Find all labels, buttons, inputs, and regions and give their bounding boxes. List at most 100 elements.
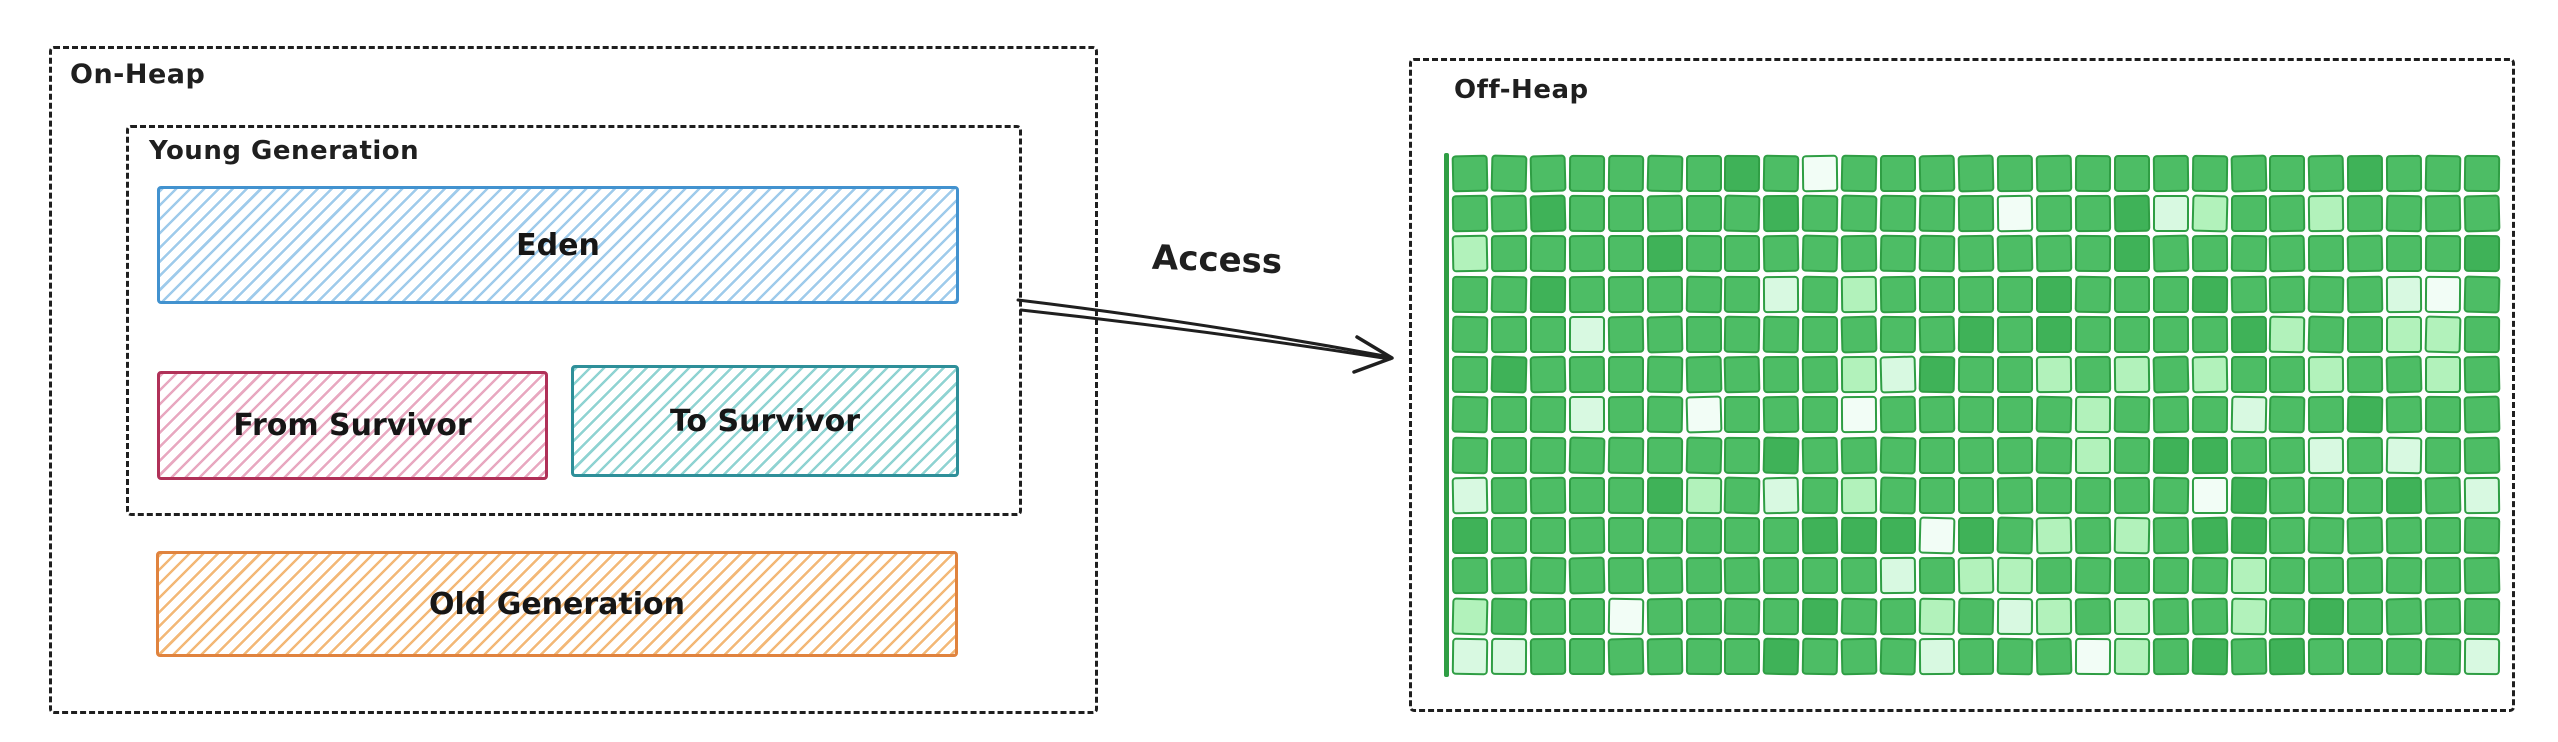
offheap-cell (1646, 275, 1683, 314)
offheap-cell (1724, 476, 1761, 515)
offheap-cell (1763, 355, 1800, 394)
offheap-cell (1451, 557, 1489, 595)
offheap-cell (2347, 476, 2384, 515)
offheap-cell (2346, 396, 2384, 434)
offheap-cell (2424, 275, 2462, 314)
offheap-cell (1724, 436, 1761, 475)
offheap-cell (2113, 355, 2150, 394)
offheap-cell (2074, 436, 2111, 474)
offheap-cell (2425, 396, 2462, 434)
offheap-cell (2152, 154, 2189, 193)
offheap-cell (2230, 154, 2267, 193)
offheap-cell (2347, 154, 2384, 193)
offheap-cell (1568, 355, 1605, 394)
young-generation-region: Young Generation Eden From Survivor To S… (126, 125, 1022, 516)
offheap-cell (1724, 355, 1761, 394)
offheap-cell (1568, 195, 1605, 233)
offheap-cell (1996, 476, 2034, 515)
offheap-cell (2385, 396, 2423, 434)
offheap-cell (2269, 476, 2306, 515)
offheap-cell (1529, 275, 1566, 314)
offheap-cell (2113, 154, 2150, 193)
offheap-cell (2385, 557, 2423, 595)
offheap-cell (2113, 516, 2151, 555)
offheap-cell (1879, 436, 1917, 475)
offheap-cell (2307, 315, 2345, 354)
offheap-cell (1607, 396, 1644, 434)
access-arrow-label: Access (1151, 237, 1283, 283)
offheap-cell (1646, 597, 1683, 636)
offheap-cell (2152, 476, 2189, 515)
offheap-cell (1802, 315, 1839, 354)
offheap-cell (2035, 195, 2073, 233)
to-survivor-label: To Survivor (669, 403, 861, 439)
offheap-cell (2269, 194, 2306, 233)
offheap-cell (2035, 557, 2072, 595)
offheap-cell (2035, 436, 2073, 475)
offheap-cell (1918, 637, 1956, 676)
offheap-cell (2463, 637, 2501, 676)
offheap-cell (2307, 275, 2345, 314)
offheap-cell (1763, 194, 1800, 233)
offheap-cell (1996, 637, 2034, 676)
offheap-cell (1841, 557, 1878, 595)
offheap-cell (2308, 637, 2345, 676)
offheap-cell (2463, 556, 2501, 595)
offheap-cell (1840, 436, 1878, 475)
offheap-cell (1996, 597, 2034, 635)
offheap-cell (1685, 557, 1722, 595)
offheap-cell (1490, 355, 1528, 394)
offheap-cell (2152, 396, 2189, 434)
offheap-cell (1880, 154, 1917, 193)
offheap-cell (1996, 154, 2034, 193)
offheap-cell (2035, 637, 2073, 676)
offheap-cell (1724, 597, 1761, 636)
offheap-cell (1957, 194, 1995, 233)
offheap-cell (1996, 235, 2034, 274)
offheap-cell (1763, 557, 1800, 595)
offheap-cell (1568, 154, 1605, 193)
offheap-cell (1957, 315, 1995, 354)
offheap-cell (2269, 275, 2306, 314)
offheap-region: Off-Heap (1409, 58, 2515, 712)
offheap-cell (1490, 597, 1528, 636)
offheap-cell (2074, 195, 2111, 233)
offheap-cell (2113, 476, 2150, 515)
offheap-cell (1957, 476, 1994, 515)
offheap-cell (2269, 235, 2306, 274)
offheap-cell (1724, 516, 1761, 555)
offheap-cell (2269, 516, 2306, 555)
offheap-cell (1568, 516, 1606, 555)
offheap-cell (1529, 315, 1566, 354)
offheap-cell (2269, 315, 2306, 354)
offheap-cell (2386, 476, 2423, 515)
offheap-cell (2347, 436, 2384, 474)
offheap-cell (2113, 315, 2150, 354)
offheap-cell (2269, 436, 2306, 475)
offheap-cell (1490, 476, 1528, 515)
offheap-cell (1607, 356, 1644, 394)
offheap-cell (1763, 154, 1800, 193)
offheap-cell (1568, 597, 1605, 635)
old-generation-space: Old Generation (156, 551, 958, 657)
from-survivor-space: From Survivor (157, 371, 548, 480)
offheap-cell (2385, 516, 2423, 555)
offheap-cell (2230, 235, 2267, 273)
offheap-cell (1879, 315, 1917, 354)
offheap-cell (1840, 194, 1878, 233)
offheap-cell (2308, 436, 2345, 474)
offheap-cell (1490, 154, 1528, 193)
offheap-cell (2463, 355, 2501, 394)
offheap-cell (2230, 476, 2267, 515)
offheap-cell (2424, 597, 2462, 636)
offheap-grid (1451, 154, 2501, 676)
offheap-cell (1957, 235, 1995, 273)
offheap-cell (1802, 557, 1839, 595)
offheap-cell (1646, 355, 1683, 394)
offheap-cell (2191, 355, 2228, 394)
offheap-cell (1724, 315, 1761, 354)
offheap-cell (2347, 315, 2384, 354)
offheap-cell (1490, 275, 1528, 314)
offheap-cell (1451, 597, 1489, 636)
offheap-cell (1607, 275, 1644, 314)
